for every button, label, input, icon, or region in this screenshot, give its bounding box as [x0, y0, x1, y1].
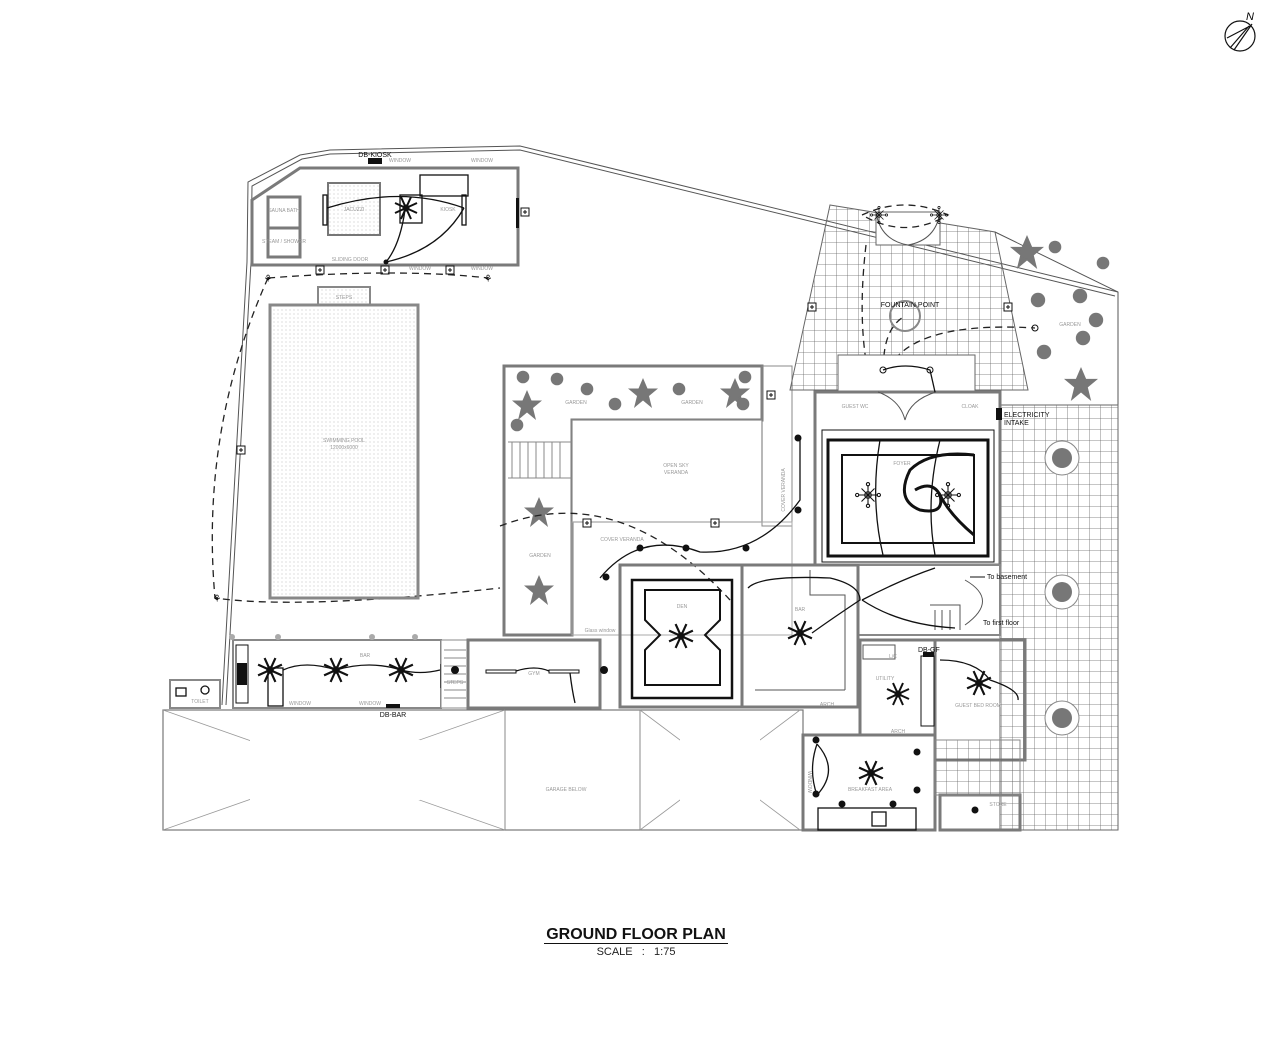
front-courtyard: FOUNTAIN POINT GARDEN	[789, 204, 1119, 406]
garden-label: GARDEN	[565, 400, 587, 406]
electricity-label: ELECTRICITY	[1004, 412, 1050, 419]
garden-label: GARDEN	[681, 400, 703, 406]
guest-wc-label: GUEST WC	[842, 404, 869, 410]
garage-label: GARAGE BELOW	[546, 787, 587, 793]
swimming-pool: ⚘ ⚘ ⚘ STEPS SWIMMING POOL 12000x6000	[211, 272, 501, 605]
pool-steps-label: STEPS	[336, 295, 353, 301]
cover-veranda-label: COVER VERANDA	[600, 537, 644, 543]
electricity-label: INTAKE	[1004, 420, 1029, 427]
north-label: N	[1246, 11, 1254, 23]
pool-label: SWIMMING POOL	[323, 438, 365, 444]
breakfast-label: BREAKFAST AREA	[848, 787, 893, 793]
garage-below: GARAGE BELOW	[162, 709, 804, 831]
window-label: WINDOW	[389, 158, 411, 164]
gym-room: GYM	[466, 638, 608, 710]
arch-label: ARCH	[891, 729, 906, 735]
db-kiosk-panel	[368, 158, 382, 164]
window-label: WINDOW	[471, 158, 493, 164]
fountain-label: FOUNTAIN POINT	[881, 302, 940, 309]
svg-text:⚘: ⚘	[213, 594, 222, 605]
cloak-label: CLOAK	[962, 404, 980, 410]
staircase: To basement To first floor	[857, 564, 1027, 636]
open-sky-label: OPEN SKY	[663, 463, 689, 469]
cover-veranda-label: COVER VERANDA	[781, 468, 787, 512]
drawing-title-text: GROUND FLOOR PLAN	[544, 926, 728, 944]
arch-label: ARCH	[820, 702, 835, 708]
db-bar-panel	[386, 704, 400, 708]
gym-label: GYM	[528, 671, 539, 677]
toilet-label: TOILET	[191, 699, 208, 705]
ceiling-fan-icon	[394, 196, 418, 220]
drawing-title: GROUND FLOOR PLAN	[0, 926, 1272, 944]
sliding-door-label: SLIDING DOOR	[332, 257, 369, 263]
steam-label: STEAM / SHOWER	[262, 239, 306, 245]
guest-bed-label: GUEST BED ROOM	[955, 703, 1001, 709]
glass-window-label: Glass window	[585, 628, 616, 634]
drawing-scale: SCALE : 1:75	[596, 946, 676, 958]
foyer-area: FOYER GUEST WC CLOAK ELECTRICITY INTAKE	[813, 365, 1050, 567]
svg-text:⚘: ⚘	[264, 274, 273, 285]
to-basement-label: To basement	[987, 574, 1027, 581]
utility-label: UTILITY	[876, 676, 895, 682]
breakfast-area: BREAKFAST AREA WINDOW STORE	[801, 733, 1022, 832]
electricity-intake-icon	[996, 408, 1002, 420]
sauna-label: SAUNA BATH	[268, 208, 300, 214]
window-label: WINDOW	[289, 701, 311, 707]
window-label: WINDOW	[471, 266, 493, 272]
foyer-label: FOYER	[893, 461, 911, 467]
garden-label: GARDEN	[529, 553, 551, 559]
kiosk-building: SAUNA BATH STEAM / SHOWER JACUZZI KIOSK …	[250, 152, 530, 275]
db-gf-label: DB-GF	[918, 647, 940, 654]
north-arrow-icon: N	[1224, 11, 1256, 52]
lc-label: L/C	[889, 654, 897, 660]
pool-size-label: 12000x6000	[330, 445, 358, 451]
svg-text:⚘: ⚘	[484, 274, 493, 285]
bar-label: BAR	[360, 653, 371, 659]
db-gf-panel	[923, 652, 934, 657]
kiosk-label: KIOSK	[440, 207, 456, 213]
db-bar-label: DB-BAR	[380, 712, 406, 719]
window-label: WINDOW	[409, 266, 431, 272]
jacuzzi-label: JACUZZI	[344, 207, 365, 213]
store-label: STORE	[989, 802, 1007, 808]
bar-room: BAR ARCH	[740, 563, 861, 709]
garden-label: GARDEN	[1059, 322, 1081, 328]
open-sky-label: VERANDA	[664, 470, 689, 476]
db-kiosk-label: DB-KIOSK	[358, 152, 392, 159]
garden-veranda: GARDEN GARDEN GARDEN OPEN SKY VERANDA CO…	[499, 364, 802, 637]
steps-label: STEPS	[447, 680, 464, 686]
den-label: DEN	[677, 604, 688, 610]
den-room: DEN Glass window	[585, 563, 744, 709]
pool-bar: BAR WINDOW WINDOW DB-BAR TOILET STEPS	[169, 634, 469, 719]
to-first-floor-label: To first floor	[983, 620, 1020, 627]
bar-label: BAR	[795, 607, 806, 613]
window-label: WINDOW	[806, 771, 812, 793]
window-label: WINDOW	[359, 701, 381, 707]
